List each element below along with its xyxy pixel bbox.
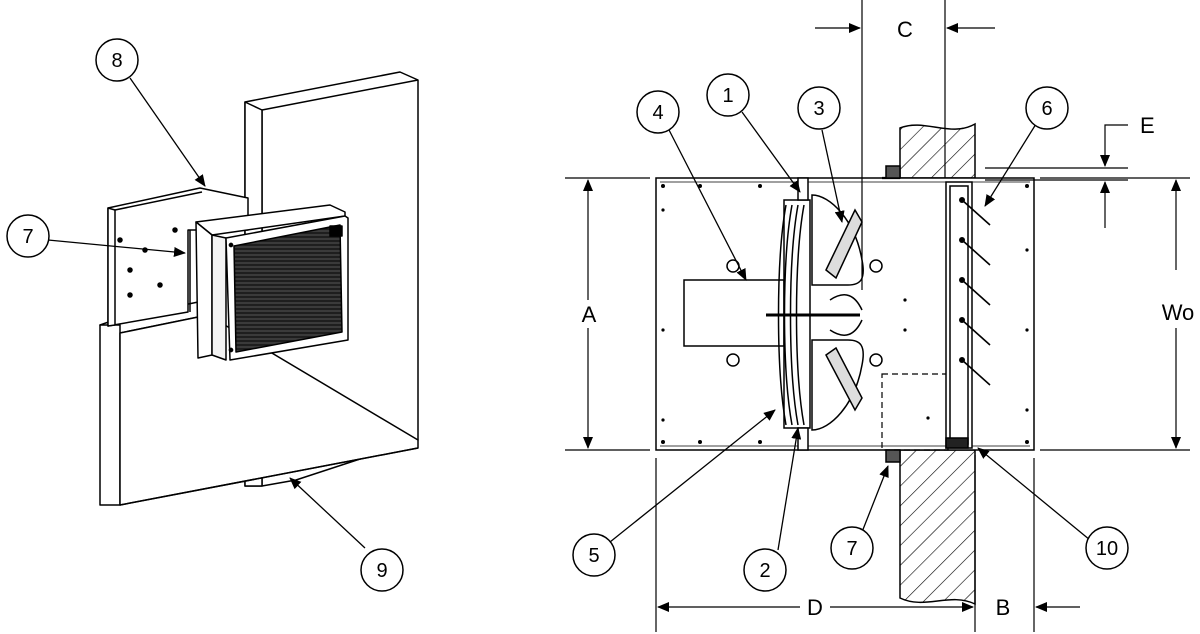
callout-4-label: 4 — [652, 102, 663, 124]
mount-hole — [726, 353, 740, 367]
wall-section — [899, 122, 976, 606]
callout-7-right: 7 — [830, 526, 874, 570]
housing-fasteners — [661, 184, 1029, 444]
fan-guard — [766, 177, 860, 451]
grille-face — [225, 215, 349, 361]
lower-wall-block — [99, 299, 419, 506]
callout-7-left: 7 — [6, 214, 50, 258]
callout-7-left-label: 7 — [22, 226, 33, 248]
callout-2: 2 — [743, 548, 787, 592]
dimension-wo-label: Wo — [1162, 300, 1195, 325]
leaders-right — [609, 111, 1091, 551]
callout-2-label: 2 — [759, 560, 770, 582]
callout-3: 3 — [797, 86, 841, 130]
callout-8: 8 — [95, 38, 139, 82]
callout-10: 10 — [1085, 526, 1129, 570]
callout-6: 6 — [1025, 86, 1069, 130]
dimension-a-label: A — [582, 302, 597, 327]
callout-7-right-label: 7 — [846, 538, 857, 560]
dimension-c-label: C — [897, 17, 913, 42]
callout-9-label: 9 — [376, 560, 387, 582]
dimension-e-label: E — [1140, 113, 1155, 138]
callout-3-label: 3 — [813, 98, 824, 120]
callout-6-label: 6 — [1041, 98, 1052, 120]
callout-5: 5 — [572, 533, 616, 577]
leader-7-left — [47, 239, 186, 257]
callout-5-label: 5 — [588, 545, 599, 567]
motor-box — [683, 279, 785, 347]
callout-1-label: 1 — [722, 85, 733, 107]
leader-8 — [129, 77, 206, 187]
dimension-lines — [565, 0, 1190, 632]
callout-10-label: 10 — [1096, 538, 1118, 560]
fan-blades — [811, 194, 864, 431]
callout-4: 4 — [636, 90, 680, 134]
shutter-assembly — [945, 181, 991, 449]
section-view — [655, 122, 1035, 606]
isometric-view — [47, 71, 419, 549]
callout-8-label: 8 — [111, 50, 122, 72]
leader-9 — [289, 477, 366, 549]
dimension-d-label: D — [807, 595, 823, 620]
mount-hole — [869, 353, 883, 367]
callout-9: 9 — [360, 548, 404, 592]
dimension-b-label: B — [996, 595, 1011, 620]
seal-top — [885, 165, 901, 179]
seal-bottom — [885, 449, 901, 463]
flange-frame — [195, 204, 346, 361]
mount-hole — [869, 259, 883, 273]
callout-1: 1 — [706, 73, 750, 117]
